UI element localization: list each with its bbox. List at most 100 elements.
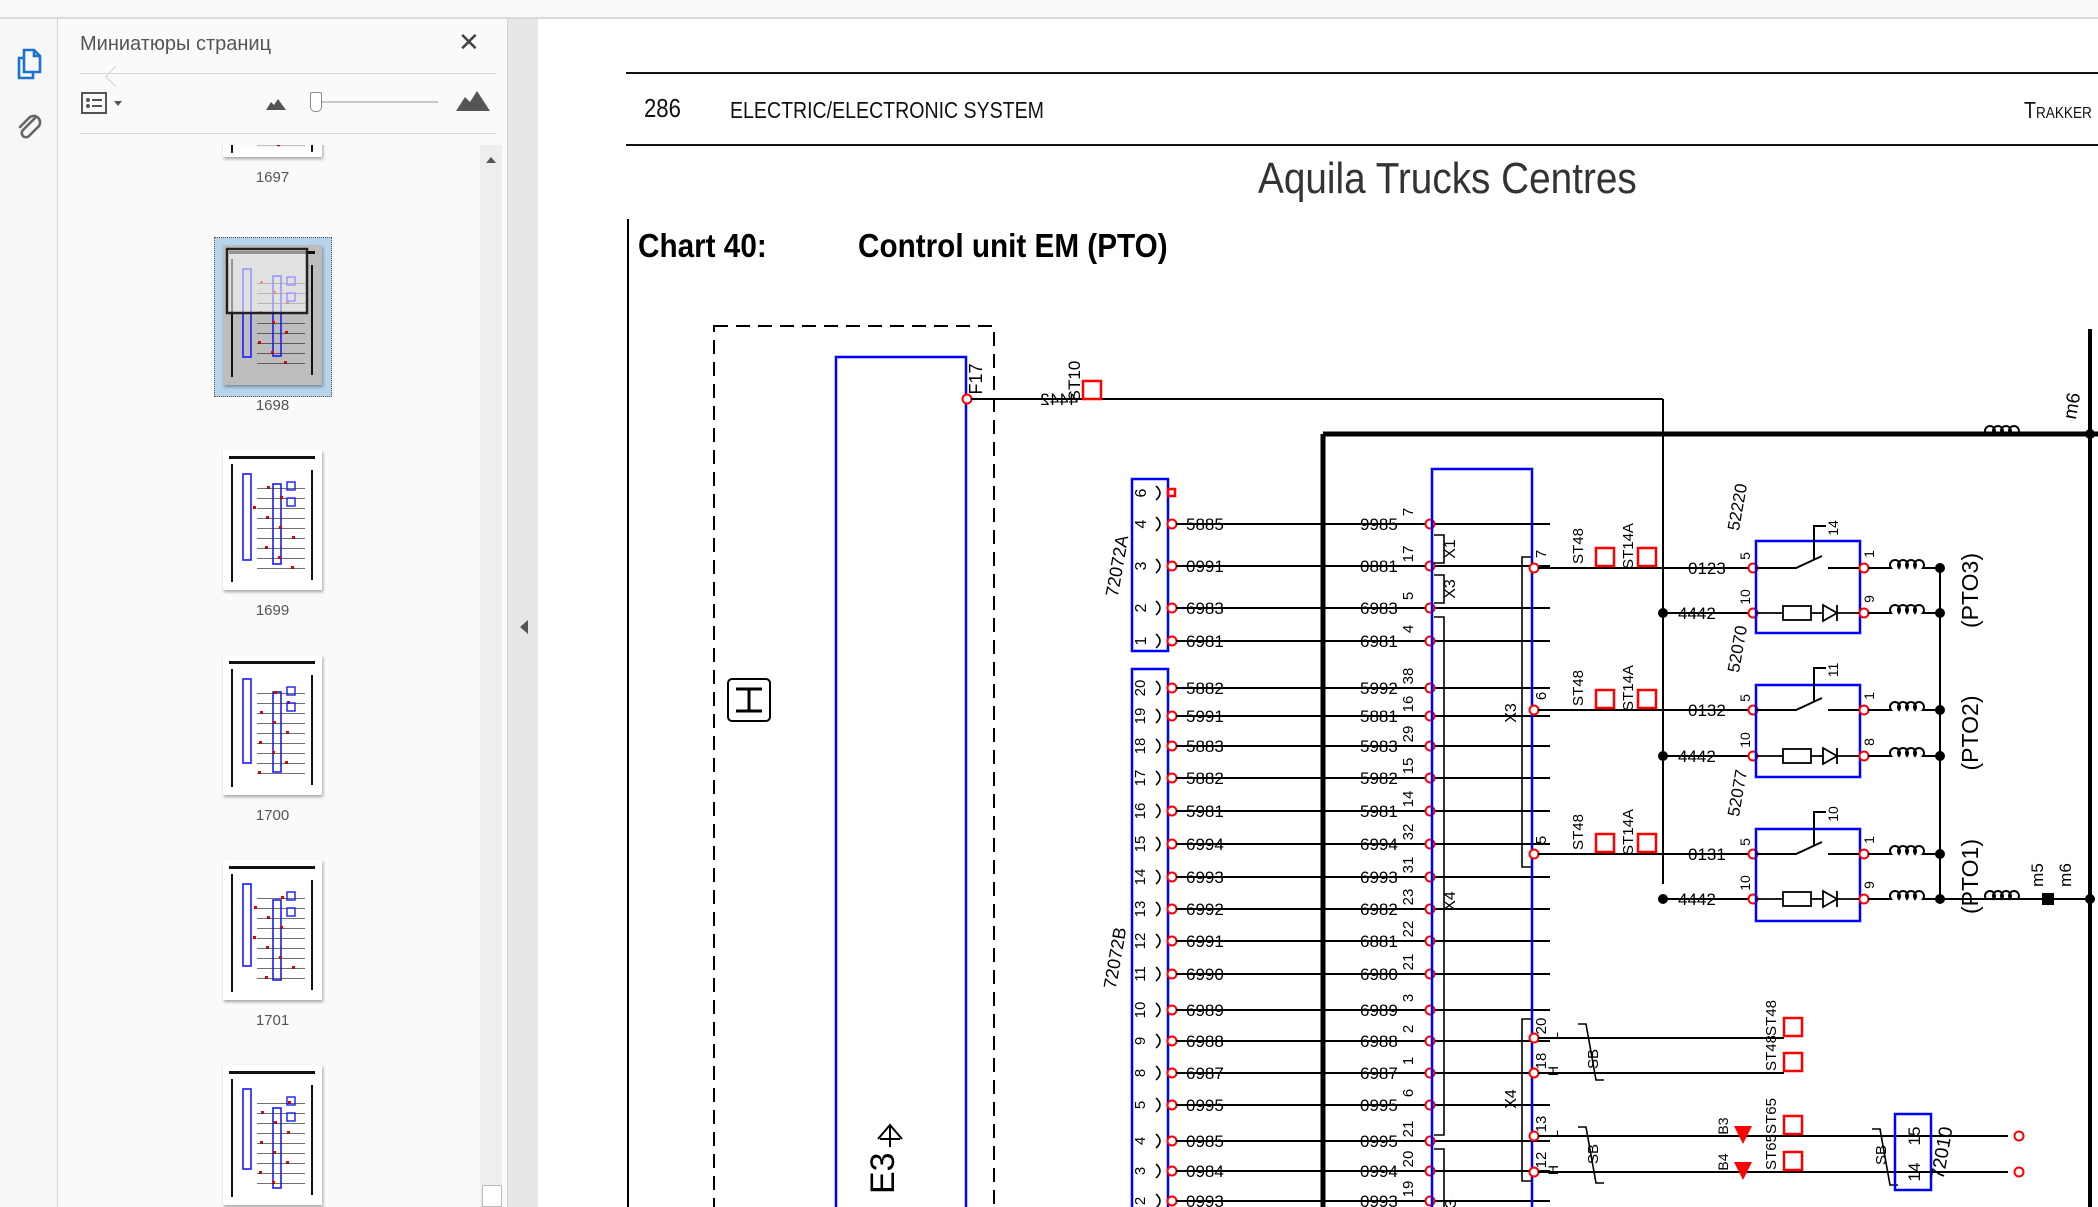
socket-symbol xyxy=(1155,1133,1161,1149)
collapse-panel-icon[interactable] xyxy=(520,620,528,634)
page-thumbnail[interactable] xyxy=(223,860,322,1000)
socket-symbol xyxy=(1155,1002,1161,1018)
page-thumbnail[interactable] xyxy=(223,145,322,157)
pin-number: 19 xyxy=(1132,708,1149,725)
relay-pin: 5 xyxy=(1737,552,1753,560)
splice-label: ST10 xyxy=(1065,361,1084,402)
wire-number: 5992 xyxy=(1360,679,1398,698)
can-level-label: H xyxy=(1545,1165,1561,1175)
terminal xyxy=(1166,560,1178,572)
ground-inductor xyxy=(1978,890,2026,901)
page-thumbnail[interactable] xyxy=(223,655,322,795)
enlarge-thumbnails-icon[interactable] xyxy=(456,91,490,116)
connector-label: 72072A xyxy=(1102,534,1132,599)
socket-symbol xyxy=(1155,516,1161,532)
ground-terminal xyxy=(2042,893,2054,905)
can-level-label: H xyxy=(1545,1066,1561,1076)
socket-symbol xyxy=(1155,600,1161,616)
ecu-pin-number: 12 xyxy=(1533,1152,1550,1169)
close-panel-button[interactable]: ✕ xyxy=(458,27,480,57)
resistor-symbol xyxy=(1782,891,1812,907)
terminal xyxy=(2013,1130,2025,1142)
wire-number: 4442 xyxy=(1678,890,1716,909)
attachments-icon[interactable] xyxy=(14,109,44,139)
socket-symbol xyxy=(1155,869,1161,885)
ecu-pin-number: 20 xyxy=(1533,1018,1550,1035)
wire-number: 6990 xyxy=(1186,965,1224,984)
socket-symbol xyxy=(1155,708,1161,724)
relay-52077 xyxy=(1754,827,1862,923)
panel-splitter[interactable] xyxy=(507,19,538,1207)
thumbnail-size-slider-track[interactable] xyxy=(310,101,438,103)
splice-label: ST65 xyxy=(1763,1098,1780,1134)
socket-symbol xyxy=(1155,836,1161,852)
resistor-symbol xyxy=(1782,605,1812,621)
wire-number: 0995 xyxy=(1360,1132,1398,1151)
splice-box xyxy=(1594,546,1616,568)
wire-number: 6988 xyxy=(1186,1032,1224,1051)
terminal xyxy=(1166,1195,1178,1207)
fuse-label: F17 xyxy=(966,363,986,394)
splice-box xyxy=(1782,1051,1804,1073)
can-level-label: L xyxy=(1545,1130,1561,1138)
panel-pointer xyxy=(104,65,127,88)
ecu-terminal xyxy=(1528,704,1540,716)
ground-label: m6 xyxy=(2060,391,2085,421)
fuse-terminal xyxy=(961,393,973,405)
pin-number: 8 xyxy=(1132,1069,1149,1077)
page-thumbnail[interactable] xyxy=(223,245,322,385)
ecu-connector-label: X4 xyxy=(1442,891,1459,911)
ground-inductor xyxy=(1978,425,2026,436)
ground-label: m5 xyxy=(2028,863,2047,887)
scroll-up-icon[interactable] xyxy=(486,157,496,163)
main-toolbar xyxy=(0,0,2098,19)
terminal xyxy=(2013,1166,2025,1178)
wire-number: 6983 xyxy=(1186,599,1224,618)
socket-symbol xyxy=(1155,558,1161,574)
header-rule xyxy=(626,72,2098,74)
shrink-thumbnails-icon[interactable] xyxy=(266,97,286,115)
ecu-pin-number: 31 xyxy=(1400,857,1417,874)
pin-number: 5 xyxy=(1132,1101,1149,1109)
pin-number: 16 xyxy=(1132,803,1149,820)
connector-bracket xyxy=(1521,556,1532,868)
relay-pin: 1 xyxy=(1861,550,1877,558)
splice-box xyxy=(1594,832,1616,854)
document-viewer[interactable]: 286 ELECTRIC/ELECTRONIC SYSTEM Trakker A… xyxy=(538,19,2098,1207)
pin-number: 13 xyxy=(1132,901,1149,918)
shield-bracket xyxy=(1578,1023,1604,1081)
pin-number: 20 xyxy=(1132,680,1149,697)
ecu-pin-number: 5 xyxy=(1400,592,1417,600)
ecu-module xyxy=(834,355,968,1207)
thumbnail-options-button[interactable] xyxy=(80,91,130,117)
ecu-pin-number: 6 xyxy=(1400,1089,1417,1097)
scrollbar-thumb[interactable] xyxy=(482,1185,502,1207)
thumbnail-scrollbar[interactable] xyxy=(480,145,502,1207)
ecu-terminal xyxy=(1528,562,1540,574)
splice-box xyxy=(1636,688,1658,710)
shield-label: SB xyxy=(1585,1049,1602,1069)
wire-number: 6993 xyxy=(1360,868,1398,887)
thumbnail-size-slider-knob[interactable] xyxy=(310,92,322,112)
pto-label: (PTO1) xyxy=(1957,839,1983,914)
page-thumbnail[interactable] xyxy=(223,450,322,590)
page-thumbnails-icon[interactable] xyxy=(14,47,44,80)
ecu-pin-number: 20 xyxy=(1400,1151,1417,1168)
junction-dot xyxy=(2085,429,2095,439)
wire-number: 5885 xyxy=(1186,515,1224,534)
wire-number: 6988 xyxy=(1360,1032,1398,1051)
socket-symbol xyxy=(1155,803,1161,819)
pin-number: 15 xyxy=(1132,836,1149,853)
marker-label: B3 xyxy=(1715,1117,1731,1134)
wire-number: 0881 xyxy=(1360,557,1398,576)
splice-label: ST14A xyxy=(1620,665,1637,711)
ecu-terminal xyxy=(1528,848,1540,860)
wire-number: 0132 xyxy=(1688,701,1726,720)
page-thumbnail[interactable] xyxy=(223,1065,322,1205)
wire-number: 6989 xyxy=(1360,1001,1398,1020)
pto-label: (PTO2) xyxy=(1957,696,1983,771)
connector-bracket xyxy=(1434,1148,1445,1207)
wire-number: 5881 xyxy=(1360,707,1398,726)
pin-number: 4 xyxy=(1133,519,1150,528)
